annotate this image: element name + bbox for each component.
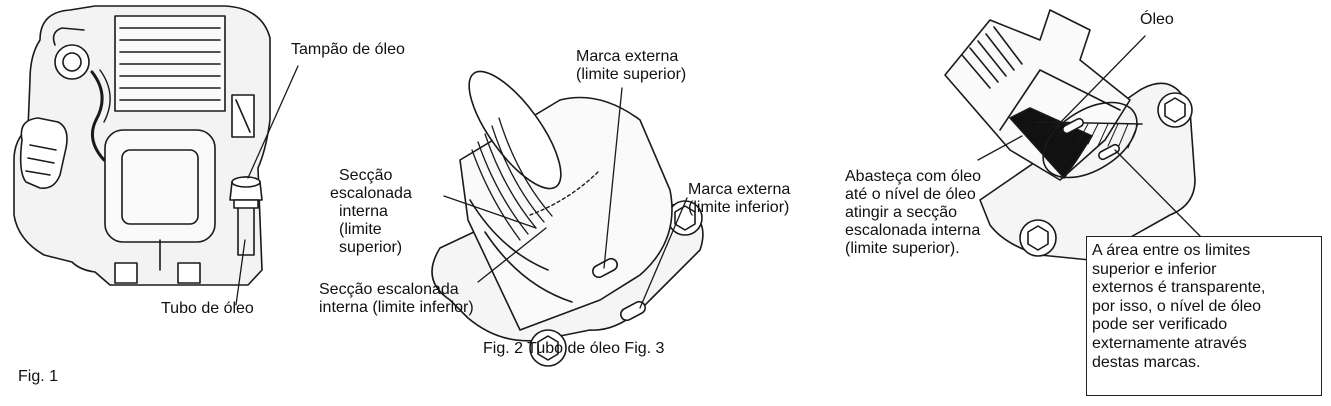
lower-mark-label-line2: (limite inferior) (688, 199, 790, 216)
oil-cap-label: Tampão de óleo (291, 41, 405, 58)
oil-tube-drawing (431, 70, 704, 367)
note-line4: por isso, o nível de óleo (1092, 297, 1261, 315)
upper-mark-label-line1: Marca externa (576, 48, 679, 65)
oil-tube-label: Tubo de óleo (161, 300, 254, 317)
oil-tube-section-drawing (944, 9, 1201, 261)
note-line2: superior e inferior (1092, 260, 1217, 278)
fig1-caption: Fig. 1 (18, 368, 59, 385)
note-line1: A área entre os limites (1092, 242, 1251, 259)
note-line7: destas marcas. (1092, 353, 1201, 371)
inner-lower-label-line1: Secção escalonada (319, 281, 459, 298)
note-line5: pode ser verificado (1092, 316, 1228, 334)
note-line6: externamente através (1092, 334, 1247, 352)
fill-instruction-line4: escalonada interna (845, 222, 981, 239)
inner-lower-label-line2: interna (limite inferior) (319, 299, 474, 316)
engine-drawing (13, 5, 299, 306)
note-text: A área entre os limites superior e infer… (1092, 242, 1320, 372)
note-box (1086, 236, 1322, 396)
inner-upper-label-line2: escalonada (330, 185, 412, 202)
lower-mark-label-line1: Marca externa (688, 181, 791, 198)
note-line3: externos é transparente, (1092, 279, 1266, 297)
fill-instruction-line2: até o nível de óleo (845, 186, 976, 203)
upper-mark-label-line2: (limite superior) (576, 66, 687, 83)
inner-upper-label-line3: interna (339, 203, 388, 220)
inner-upper-label-line4: (limite (339, 221, 382, 238)
fill-instruction-line5: (limite superior). (845, 240, 960, 257)
fig2-caption: Fig. 2 Tubo de óleo Fig. 3 (483, 340, 665, 357)
inner-upper-label-line1: Secção (339, 167, 393, 184)
inner-upper-label-line5: superior) (339, 239, 403, 256)
fill-instruction-line1: Abasteça com óleo (845, 168, 982, 185)
fill-instruction-line3: atingir a secção (845, 204, 958, 221)
oil-label: Óleo (1140, 11, 1174, 28)
